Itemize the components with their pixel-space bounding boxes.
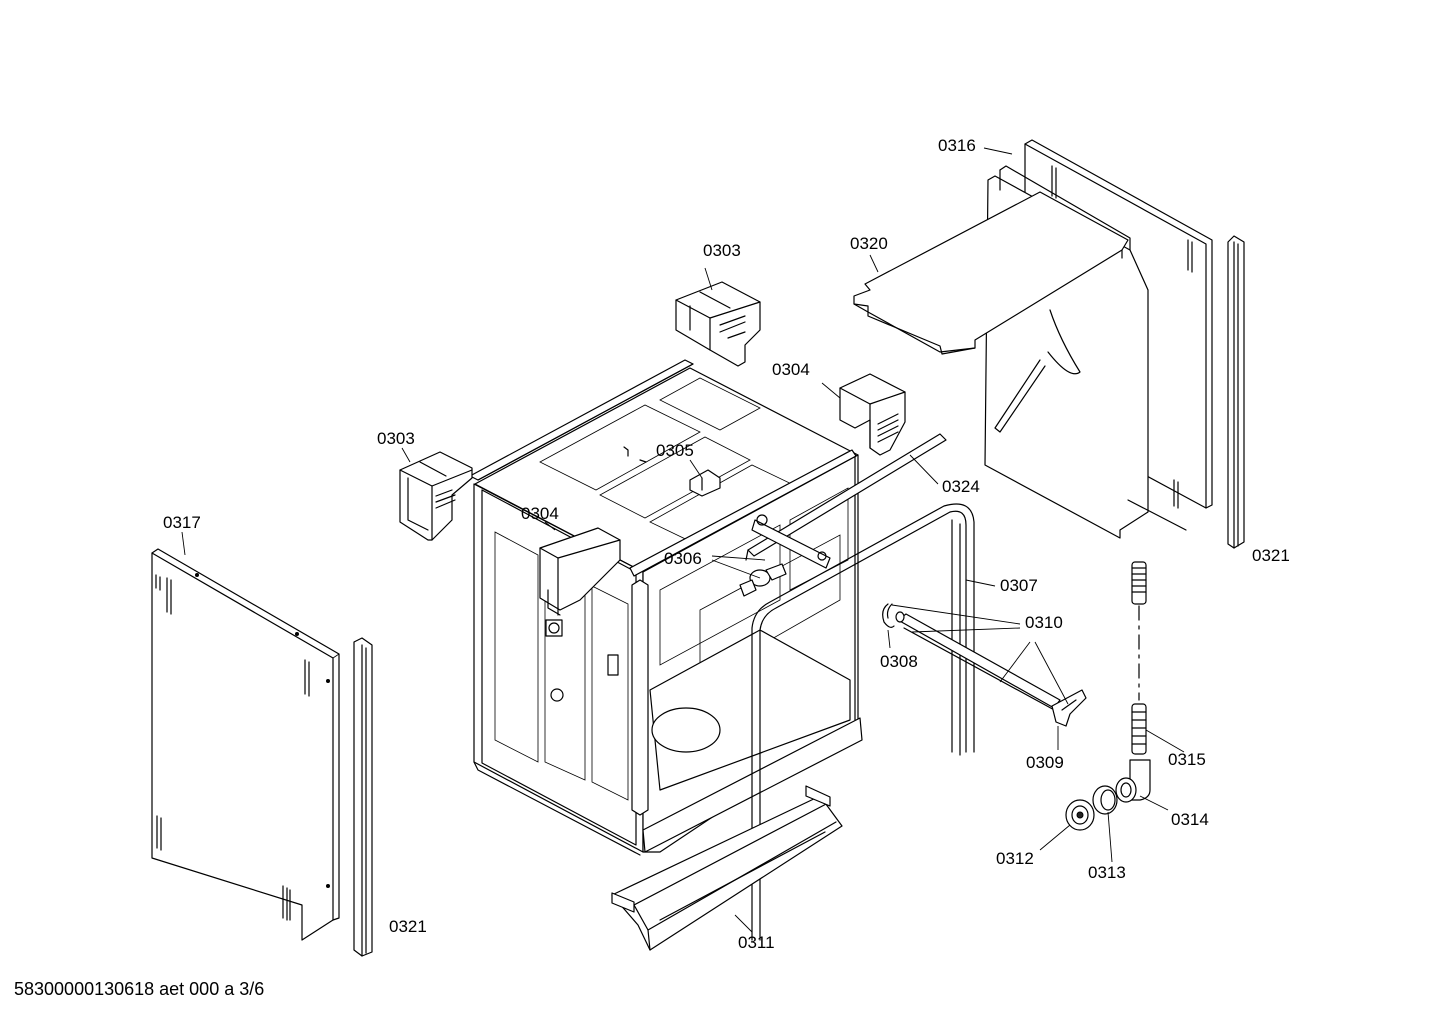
- label-0311: 0311: [738, 933, 775, 952]
- leader-lines: [181, 147, 1185, 933]
- part-0308-clip: [882, 603, 895, 628]
- part-0305-clip: [623, 446, 721, 497]
- label-0310: 0310: [1025, 613, 1063, 632]
- label-0303-top: 0303: [703, 241, 741, 260]
- part-0304-bracket-front: [539, 527, 621, 616]
- dishwasher-tub: [469, 359, 863, 856]
- part-0314-elbow: [1115, 759, 1151, 803]
- label-0307: 0307: [1000, 576, 1038, 595]
- part-0315-hose: [1131, 561, 1147, 755]
- drawing-reference-number: 58300000130618 aet 000 a 3/6: [14, 979, 265, 999]
- label-0306: 0306: [664, 549, 702, 568]
- label-0304-front: 0304: [521, 504, 559, 523]
- label-0303-left: 0303: [377, 429, 415, 448]
- part-labels: 0316 0320 0303 0304 0303 0305 0324 0304 …: [163, 136, 1290, 952]
- part-0313-ring: [1092, 785, 1118, 815]
- part-0310-hinge-rod: [895, 611, 1061, 713]
- label-0313: 0313: [1088, 863, 1126, 882]
- part-0303-bracket-left: [399, 451, 473, 541]
- label-0315: 0315: [1168, 750, 1206, 769]
- label-0320: 0320: [850, 234, 888, 253]
- part-0303-bracket-top: [675, 281, 761, 367]
- label-0312: 0312: [996, 849, 1034, 868]
- part-0307-door-seal: [751, 503, 975, 941]
- part-0312-nut: [1065, 799, 1095, 831]
- label-0324: 0324: [942, 477, 980, 496]
- label-0321-left: 0321: [389, 917, 427, 936]
- part-0311-kickplate: [611, 785, 843, 951]
- label-0308: 0308: [880, 652, 918, 671]
- part-0321-trim-strip-left: [353, 637, 373, 957]
- part-0317-side-panel: [151, 548, 340, 941]
- label-0321-right: 0321: [1252, 546, 1290, 565]
- label-0309: 0309: [1026, 753, 1064, 772]
- part-0321-trim-strip-right: [1227, 235, 1245, 549]
- label-0314: 0314: [1171, 810, 1209, 829]
- label-0304-back: 0304: [772, 360, 810, 379]
- part-0304-bracket-back: [839, 373, 906, 456]
- part-0306-wing-nut: [739, 514, 831, 597]
- part-0320-top-plate: [853, 191, 1129, 355]
- part-0309-lever: [1051, 689, 1087, 727]
- label-0317: 0317: [163, 513, 201, 532]
- label-0316: 0316: [938, 136, 976, 155]
- label-0305: 0305: [656, 441, 694, 460]
